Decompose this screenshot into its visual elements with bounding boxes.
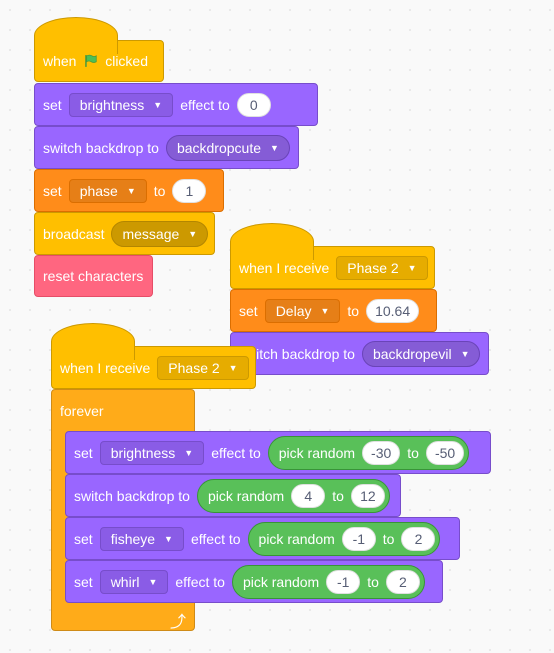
variable-dropdown[interactable]: phase ▼ bbox=[68, 178, 147, 203]
set-effect-block[interactable]: set whirl ▼ effect to pick random -1 to 2 bbox=[65, 560, 443, 603]
random-from-input[interactable]: 4 bbox=[291, 483, 326, 508]
random-to-input[interactable]: 2 bbox=[385, 569, 420, 594]
random-to-label: to bbox=[332, 487, 344, 504]
effect-to-label: effect to bbox=[175, 573, 225, 590]
variable-value-input[interactable]: 1 bbox=[172, 178, 207, 203]
to-label: to bbox=[347, 302, 360, 319]
random-to-label: to bbox=[382, 530, 395, 547]
when-label: when bbox=[43, 53, 77, 69]
set-variable-block[interactable]: set Delay ▼ to 10.64 bbox=[230, 289, 437, 332]
variable-value: Delay bbox=[275, 302, 312, 319]
when-i-receive-block[interactable]: when I receive Phase 2 ▼ bbox=[51, 323, 256, 389]
chevron-down-icon: ▼ bbox=[184, 447, 194, 458]
message-value: message bbox=[122, 225, 180, 242]
effect-value: brightness bbox=[79, 96, 145, 113]
set-label: set bbox=[74, 573, 93, 590]
effect-value: fisheye bbox=[110, 530, 156, 547]
set-effect-block[interactable]: set brightness ▼ effect to 0 bbox=[34, 83, 318, 126]
effect-dropdown[interactable]: fisheye ▼ bbox=[99, 526, 184, 551]
set-label: set bbox=[43, 96, 62, 113]
chevron-down-icon: ▼ bbox=[188, 228, 198, 239]
chevron-down-icon: ▼ bbox=[153, 99, 163, 110]
receive-message-dropdown[interactable]: Phase 2 ▼ bbox=[336, 255, 428, 280]
effect-value-input[interactable]: 0 bbox=[236, 92, 271, 117]
to-label: to bbox=[153, 182, 166, 199]
chevron-down-icon: ▼ bbox=[164, 533, 173, 544]
switch-backdrop-block[interactable]: switch backdrop to backdropevil ▼ bbox=[230, 332, 489, 375]
when-i-receive-label: when I receive bbox=[60, 359, 151, 376]
effect-value: brightness bbox=[110, 444, 176, 461]
random-to-label: to bbox=[407, 444, 419, 461]
random-from-input[interactable]: -1 bbox=[326, 569, 361, 594]
random-to-input[interactable]: 12 bbox=[350, 483, 385, 508]
receive-message-dropdown[interactable]: Phase 2 ▼ bbox=[157, 355, 249, 380]
set-label: set bbox=[43, 182, 62, 199]
backdrop-dropdown[interactable]: backdropcute ▼ bbox=[165, 134, 290, 161]
effect-dropdown[interactable]: brightness ▼ bbox=[68, 92, 174, 117]
message-dropdown[interactable]: message ▼ bbox=[111, 220, 209, 247]
switch-backdrop-block[interactable]: switch backdrop to pick random 4 to 12 bbox=[65, 474, 401, 517]
random-to-input[interactable]: 2 bbox=[401, 526, 436, 551]
chevron-down-icon: ▼ bbox=[228, 362, 238, 373]
variable-dropdown[interactable]: Delay ▼ bbox=[264, 298, 341, 323]
backdrop-value: backdropcute bbox=[176, 139, 262, 156]
loop-arrow-icon: ⤴ bbox=[170, 614, 187, 631]
chevron-down-icon: ▼ bbox=[148, 576, 158, 587]
when-flag-clicked-block[interactable]: when clicked bbox=[34, 17, 164, 82]
effect-dropdown[interactable]: brightness ▼ bbox=[99, 440, 205, 465]
backdrop-dropdown[interactable]: backdropevil ▼ bbox=[361, 340, 481, 367]
broadcast-label: broadcast bbox=[43, 225, 105, 242]
message-value: Phase 2 bbox=[168, 359, 220, 376]
message-value: Phase 2 bbox=[347, 259, 399, 276]
set-label: set bbox=[74, 530, 93, 547]
chevron-down-icon: ▼ bbox=[270, 142, 279, 153]
random-from-input[interactable]: -30 bbox=[362, 440, 401, 465]
variable-value-input[interactable]: 10.64 bbox=[366, 298, 420, 323]
set-effect-block[interactable]: set brightness ▼ effect to pick random -3… bbox=[65, 431, 491, 474]
set-label: set bbox=[74, 444, 93, 461]
switch-backdrop-label: switch backdrop to bbox=[43, 139, 159, 156]
when-i-receive-block[interactable]: when I receive Phase 2 ▼ bbox=[230, 223, 435, 289]
random-to-label: to bbox=[367, 573, 379, 590]
backdrop-value: backdropevil bbox=[372, 345, 452, 362]
switch-backdrop-label: switch backdrop to bbox=[239, 345, 355, 362]
broadcast-block[interactable]: broadcast message ▼ bbox=[34, 212, 215, 255]
clicked-label: clicked bbox=[105, 53, 148, 69]
random-to-input[interactable]: -50 bbox=[425, 440, 465, 465]
effect-value: whirl bbox=[110, 573, 140, 590]
effect-to-label: effect to bbox=[190, 530, 241, 547]
effect-dropdown[interactable]: whirl ▼ bbox=[99, 569, 169, 594]
set-label: set bbox=[239, 302, 258, 319]
when-i-receive-label: when I receive bbox=[239, 259, 330, 276]
pick-random-reporter[interactable]: pick random -1 to 2 bbox=[231, 564, 425, 599]
random-from-input[interactable]: -1 bbox=[341, 526, 376, 551]
chevron-down-icon: ▼ bbox=[460, 348, 470, 359]
pick-random-label: pick random bbox=[278, 444, 356, 461]
variable-value: phase bbox=[79, 182, 118, 199]
pick-random-reporter[interactable]: pick random 4 to 12 bbox=[196, 478, 390, 513]
chevron-down-icon: ▼ bbox=[407, 262, 417, 273]
reset-characters-label: reset characters bbox=[43, 268, 144, 284]
pick-random-label: pick random bbox=[207, 487, 285, 504]
chevron-down-icon: ▼ bbox=[320, 305, 330, 316]
effect-to-label: effect to bbox=[180, 96, 230, 113]
chevron-down-icon: ▼ bbox=[126, 185, 136, 196]
switch-backdrop-label: switch backdrop to bbox=[74, 487, 190, 504]
pick-random-reporter[interactable]: pick random -30 to -50 bbox=[267, 435, 470, 470]
forever-label: forever bbox=[60, 403, 104, 419]
effect-to-label: effect to bbox=[211, 444, 261, 461]
pick-random-label: pick random bbox=[242, 573, 320, 590]
pick-random-reporter[interactable]: pick random -1 to 2 bbox=[247, 521, 441, 556]
green-flag-icon bbox=[85, 54, 98, 67]
set-effect-block[interactable]: set fisheye ▼ effect to pick random -1 to… bbox=[65, 517, 460, 560]
switch-backdrop-block[interactable]: switch backdrop to backdropcute ▼ bbox=[34, 126, 299, 169]
pick-random-label: pick random bbox=[258, 530, 335, 547]
set-variable-block[interactable]: set phase ▼ to 1 bbox=[34, 169, 224, 212]
reset-characters-block[interactable]: reset characters bbox=[34, 255, 153, 297]
